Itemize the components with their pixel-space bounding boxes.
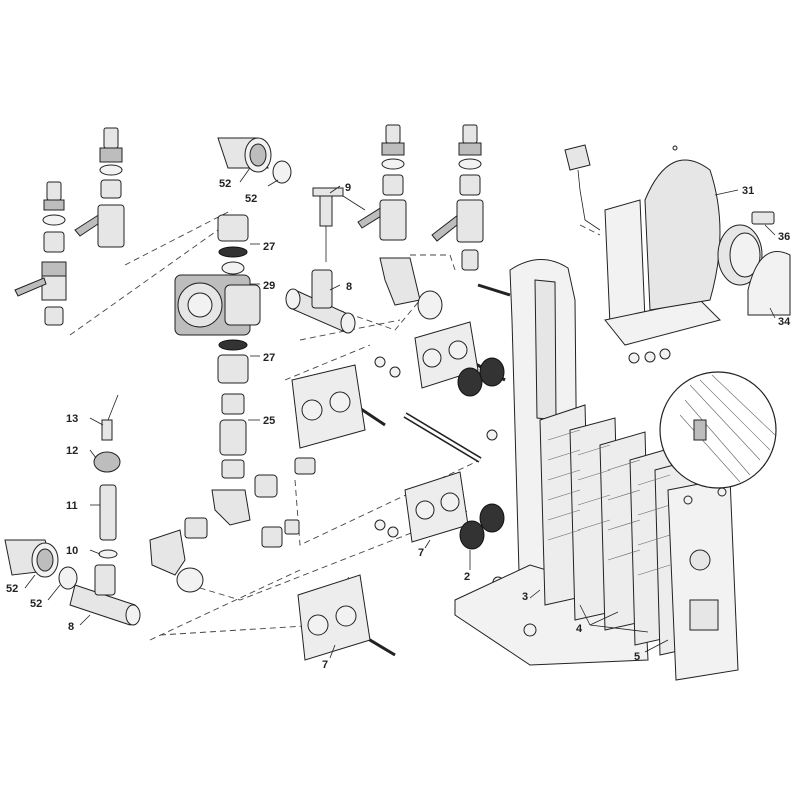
union-52-top bbox=[217, 137, 292, 184]
label-12: 12 bbox=[66, 445, 78, 457]
label-8: 8 bbox=[346, 281, 352, 293]
valve-assembly-center bbox=[357, 124, 443, 320]
label-10: 10 bbox=[66, 545, 78, 557]
label-3: 3 bbox=[522, 591, 528, 603]
tee-fitting-8-top bbox=[285, 269, 356, 334]
flange-plate-7-middle bbox=[404, 471, 505, 550]
union-52-bottom bbox=[4, 539, 78, 590]
label-13: 13 bbox=[66, 413, 78, 425]
label-34: 34 bbox=[778, 316, 791, 328]
label-11: 11 bbox=[66, 500, 78, 512]
control-housing bbox=[564, 144, 791, 346]
detail-magnifier bbox=[659, 371, 777, 489]
label-36: 36 bbox=[778, 231, 790, 243]
flange-plate-left bbox=[291, 364, 366, 449]
callout-labels: 52 52 9 27 29 8 27 25 31 36 34 13 12 11 … bbox=[6, 178, 791, 671]
small-nuts bbox=[374, 145, 678, 588]
flange-plate-upper-right bbox=[414, 321, 505, 397]
lower-pipework bbox=[149, 457, 316, 593]
flange-plate-7-bottom bbox=[297, 574, 371, 661]
label-52: 52 bbox=[219, 178, 231, 190]
label-52: 52 bbox=[6, 583, 18, 595]
label-7: 7 bbox=[418, 547, 424, 559]
pump-assembly bbox=[174, 214, 261, 479]
label-52: 52 bbox=[30, 598, 42, 610]
valve-assembly-left bbox=[14, 181, 67, 326]
label-5: 5 bbox=[634, 651, 640, 663]
label-27: 27 bbox=[263, 241, 275, 253]
tee-fitting-8-bottom bbox=[69, 564, 141, 626]
end-plate-5 bbox=[667, 477, 739, 681]
valve-assembly-right bbox=[431, 124, 484, 271]
label-25: 25 bbox=[263, 415, 275, 427]
label-8: 8 bbox=[68, 621, 74, 633]
valve-assembly-mid-left bbox=[74, 127, 125, 248]
label-52: 52 bbox=[245, 193, 257, 205]
sensor-assembly bbox=[93, 394, 121, 559]
label-2: 2 bbox=[464, 571, 470, 583]
leader-lines bbox=[24, 167, 776, 659]
probe-9 bbox=[312, 187, 366, 262]
label-29: 29 bbox=[263, 280, 275, 292]
label-31: 31 bbox=[742, 185, 754, 197]
label-27: 27 bbox=[263, 352, 275, 364]
label-4: 4 bbox=[576, 623, 583, 635]
label-9: 9 bbox=[345, 182, 351, 194]
label-7: 7 bbox=[322, 659, 328, 671]
